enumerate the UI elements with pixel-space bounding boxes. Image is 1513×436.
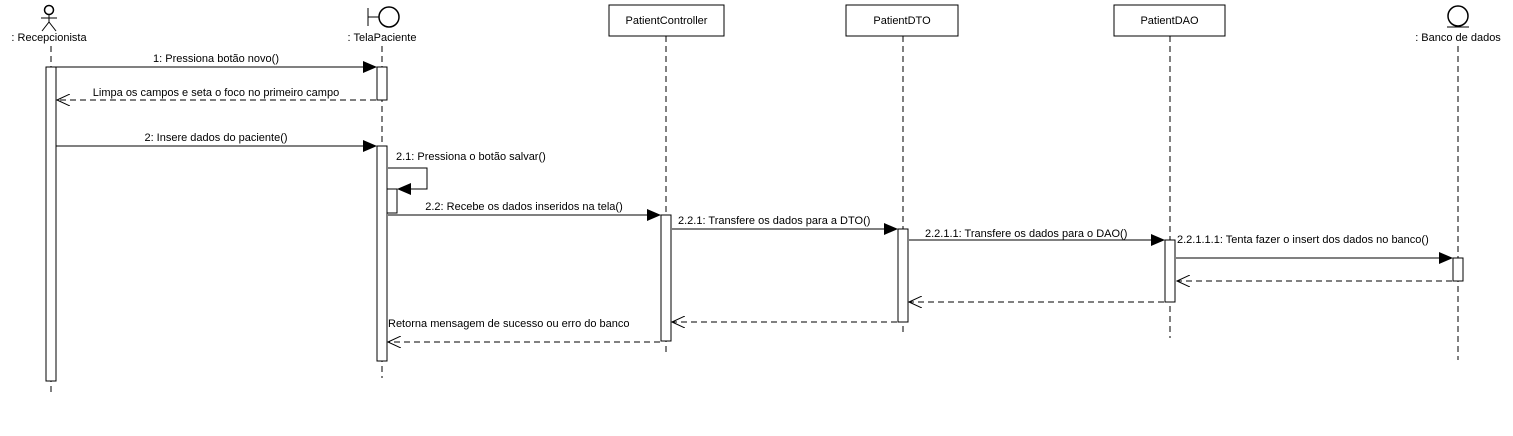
message-label-1: 1: Pressiona botão novo() bbox=[153, 53, 279, 65]
message-label-1-return: Limpa os campos e seta o foco no primeir… bbox=[93, 87, 339, 99]
message-label-2-2-1-1: 2.2.1.1: Transfere os dados para o DAO() bbox=[925, 228, 1127, 240]
activation-tela-self bbox=[386, 188, 398, 214]
message-return-controller: Retorna mensagem de sucesso ou erro do b… bbox=[388, 318, 660, 342]
activation-recepcionista bbox=[45, 66, 57, 382]
message-label-2-2: 2.2: Recebe os dados inseridos na tela() bbox=[425, 201, 623, 213]
message-label-2: 2: Insere dados do paciente() bbox=[144, 132, 287, 144]
object-patientdao: PatientDAO bbox=[1113, 4, 1226, 338]
object-patientdto: PatientDTO bbox=[845, 4, 959, 335]
activation-controller bbox=[660, 214, 672, 342]
message-1: 1: Pressiona botão novo() bbox=[56, 53, 377, 73]
activation-tela-2 bbox=[376, 145, 388, 362]
message-2: 2: Insere dados do paciente() bbox=[56, 132, 377, 152]
message-2-2-1-1: 2.2.1.1: Transfere os dados para o DAO() bbox=[909, 228, 1165, 246]
lifeline-label-tela: : TelaPaciente bbox=[348, 32, 417, 44]
boundary-telapaciente: : TelaPaciente bbox=[348, 6, 417, 378]
lifeline-label-recepcionista: : Recepcionista bbox=[11, 32, 87, 44]
activation-dao bbox=[1164, 239, 1176, 303]
message-label-2-2-1: 2.2.1: Transfere os dados para a DTO() bbox=[678, 215, 870, 227]
lifeline-label-controller: PatientController bbox=[626, 15, 708, 27]
message-2-2-1-1-1: 2.2.1.1.1: Tenta fazer o insert dos dado… bbox=[1176, 234, 1453, 264]
message-2-1: 2.1: Pressiona o botão salvar() bbox=[388, 151, 546, 195]
activation-tela-1 bbox=[376, 66, 388, 101]
message-2-2: 2.2: Recebe os dados inseridos na tela() bbox=[388, 201, 661, 221]
lifeline-label-banco: : Banco de dados bbox=[1415, 32, 1501, 44]
boundary-icon bbox=[367, 6, 400, 28]
entity-icon bbox=[1447, 5, 1469, 28]
message-2-2-1: 2.2.1: Transfere os dados para a DTO() bbox=[672, 215, 898, 235]
actor-icon bbox=[41, 4, 57, 32]
message-label-return: Retorna mensagem de sucesso ou erro do b… bbox=[388, 318, 630, 330]
lifeline-label-dao: PatientDAO bbox=[1140, 15, 1199, 27]
entity-banco-de-dados: : Banco de dados bbox=[1415, 5, 1501, 360]
message-label-2-2-1-1-1: 2.2.1.1.1: Tenta fazer o insert dos dado… bbox=[1177, 234, 1429, 246]
message-1-return: Limpa os campos e seta o foco no primeir… bbox=[57, 87, 376, 100]
message-label-2-1: 2.1: Pressiona o botão salvar() bbox=[396, 151, 546, 163]
activation-banco bbox=[1452, 257, 1464, 282]
activation-dto bbox=[897, 228, 909, 323]
lifeline-label-dto: PatientDTO bbox=[873, 15, 931, 27]
